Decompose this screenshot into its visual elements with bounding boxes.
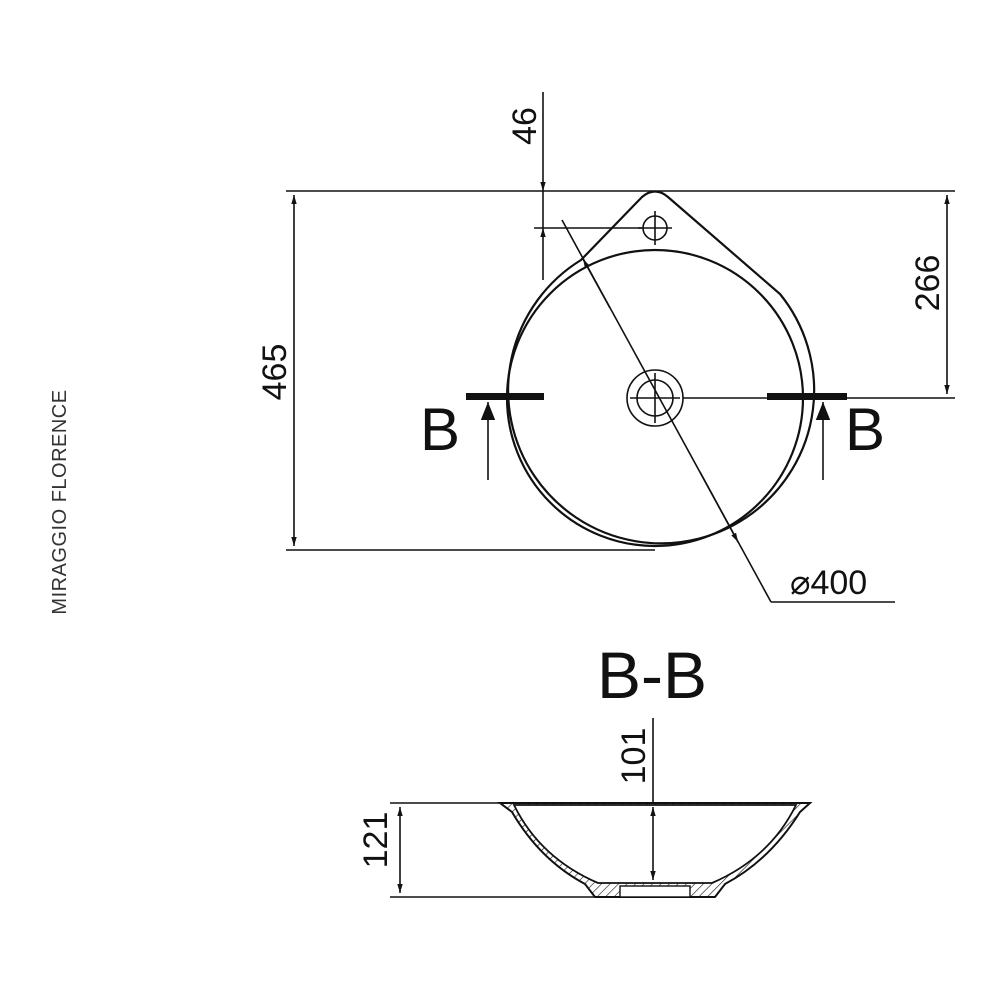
section-cut-left: B — [420, 393, 544, 480]
dimension-overall-depth: 465 — [256, 190, 955, 551]
dimension-basin-depth: 101 — [615, 718, 656, 880]
section-marker-left: B — [420, 396, 460, 463]
dimension-diameter: ⌀400 — [561, 219, 895, 603]
product-name: MIRAGGIO FLORENCE — [49, 389, 71, 614]
dimension-overall-height: 121 — [357, 802, 600, 898]
dimension-drain-to-back-label: 266 — [909, 255, 947, 312]
dimension-diameter-label: ⌀400 — [790, 564, 867, 602]
section-cut-right: B — [767, 393, 885, 480]
dimension-overall-depth-label: 465 — [256, 344, 294, 401]
dimension-overall-height-label: 121 — [357, 812, 395, 869]
section-inner-bowl — [512, 804, 798, 884]
dimension-tap-hole-offset-label: 46 — [506, 107, 544, 145]
section-drain — [619, 885, 691, 898]
dimension-basin-depth-label: 101 — [615, 728, 653, 785]
basin-outer-outline — [507, 190, 816, 545]
section-marker-right: B — [845, 396, 885, 463]
dimension-drain-to-back: 266 — [683, 195, 955, 399]
dimension-tap-hole-offset: 46 — [506, 92, 642, 280]
section-view: B-B 121 101 — [357, 638, 813, 898]
plan-view: 465 46 266 ⌀400 B — [256, 92, 955, 603]
section-title: B-B — [597, 638, 707, 712]
